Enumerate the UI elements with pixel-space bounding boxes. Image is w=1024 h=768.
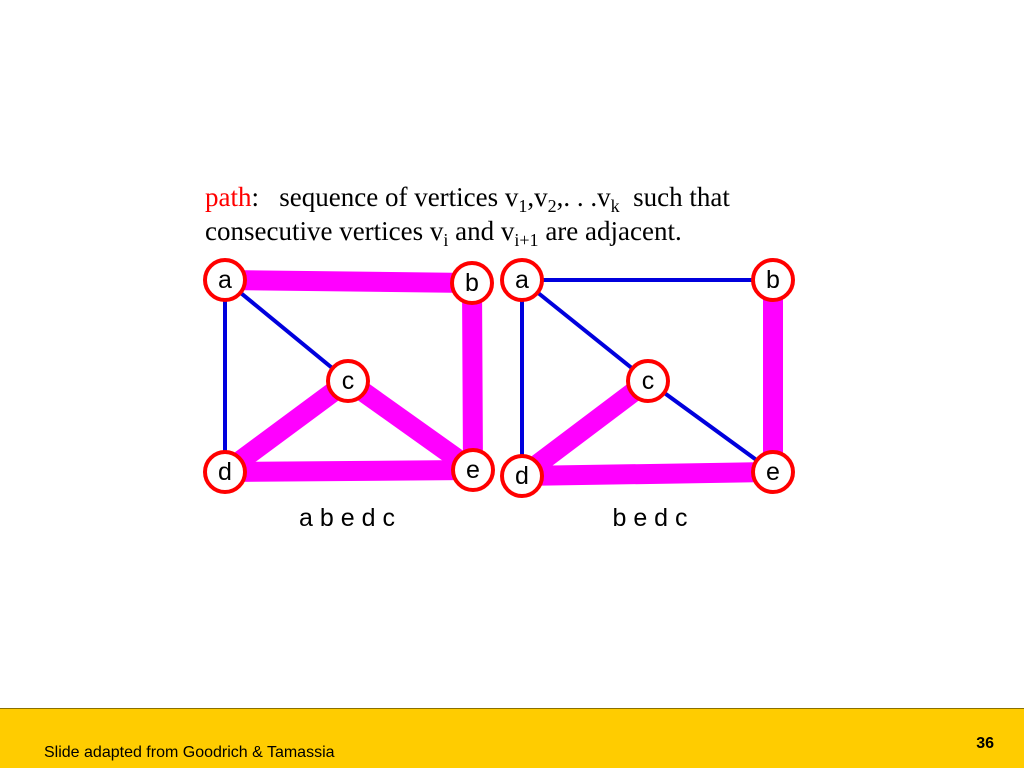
node-label-d: d [515, 462, 529, 490]
node-circle-c [626, 359, 670, 403]
footer-bar: Slide adapted from Goodrich & Tamassia 3… [0, 708, 1024, 768]
definition-and-v: and v [448, 216, 515, 246]
path-edge-e-d [511, 461, 784, 487]
node-circle-e [451, 448, 495, 492]
node-e: e [751, 450, 795, 494]
subscript-1: 1 [518, 196, 528, 216]
node-d: d [203, 450, 247, 494]
definition-adjacent: are adjacent. [538, 216, 682, 246]
node-label-a: a [515, 266, 529, 294]
node-circle-d [500, 454, 544, 498]
definition-comma-v: ,v [527, 182, 548, 212]
path-edge-d-c [211, 367, 362, 486]
node-circle-a [203, 258, 247, 302]
node-label-c: c [642, 367, 655, 395]
node-circle-c [326, 359, 370, 403]
term-colon: : [251, 182, 260, 212]
node-c: c [626, 359, 670, 403]
edge-a-c [519, 277, 651, 384]
node-d: d [500, 454, 544, 498]
node-circle-d [203, 450, 247, 494]
path-caption: b e d c [612, 504, 687, 532]
node-circle-b [751, 258, 795, 302]
node-a: a [500, 258, 544, 302]
subscript-i-plus-1: i+1 [514, 230, 539, 250]
subscript-2: 2 [547, 196, 557, 216]
path-edge-d-c [507, 366, 663, 491]
definition-line1: sequence of vertices v [279, 182, 519, 212]
node-circle-a [500, 258, 544, 302]
node-label-a: a [218, 266, 232, 294]
footer-credit: Slide adapted from Goodrich & Tamassia [44, 744, 335, 761]
definition-line2: consecutive vertices v [205, 216, 444, 246]
subscript-i: i [443, 230, 449, 250]
edge-c-e [645, 378, 776, 475]
node-b: b [450, 261, 494, 305]
path-edge-c-e [334, 367, 487, 484]
node-c: c [326, 359, 370, 403]
path-edge-e-d [214, 459, 484, 483]
graph-diagrams: a b c d e a b e d c a b c d e b e d c [203, 258, 795, 532]
graph-left: a b c d e a b e d c [203, 258, 495, 532]
path-caption: a b e d c [299, 504, 395, 532]
definition-dots: ,. . .v [556, 182, 611, 212]
node-circle-b [450, 261, 494, 305]
term-path: path [205, 182, 252, 212]
path-definition: path: sequence of vertices v1,v2,. . .vk… [205, 180, 845, 250]
node-label-e: e [466, 456, 480, 484]
node-a: a [203, 258, 247, 302]
node-circle-e [751, 450, 795, 494]
node-label-b: b [766, 266, 780, 294]
node-b: b [751, 258, 795, 302]
path-edge-a-b [214, 269, 483, 294]
page-number: 36 [976, 735, 994, 752]
path-edge-b-e [461, 272, 484, 481]
node-label-c: c [342, 367, 355, 395]
node-label-d: d [218, 458, 232, 486]
subscript-k: k [610, 196, 620, 216]
graph-right: a b c d e b e d c [500, 258, 795, 532]
definition-such-that: such that [633, 182, 730, 212]
edge-a-c [222, 277, 351, 384]
node-e: e [451, 448, 495, 492]
node-label-b: b [465, 269, 479, 297]
node-label-e: e [766, 458, 780, 486]
